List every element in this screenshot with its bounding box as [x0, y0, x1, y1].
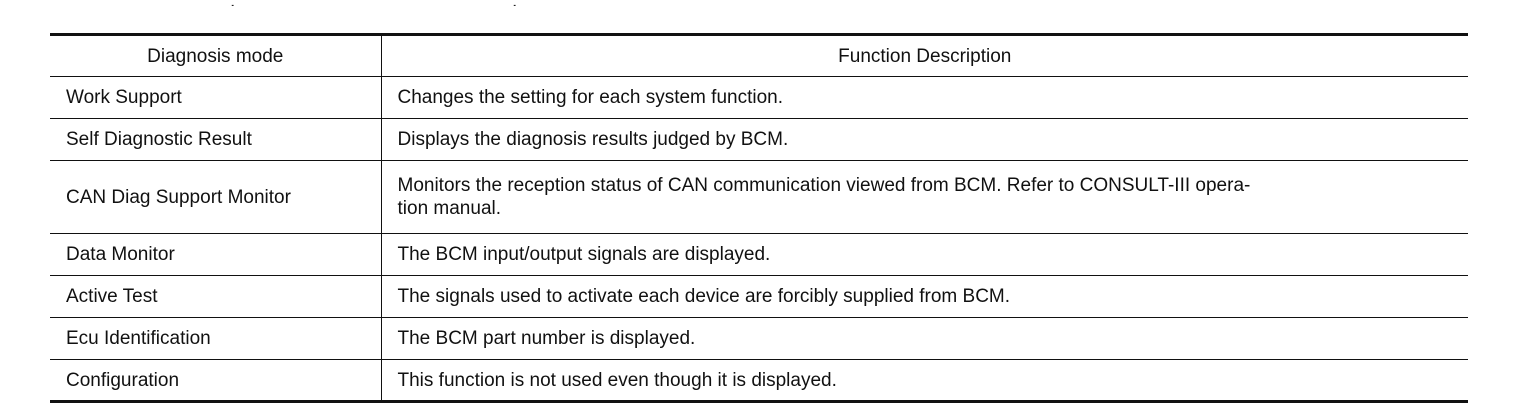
description-cell: Changes the setting for each system func…: [381, 76, 1468, 119]
table-row: Configuration This function is not used …: [50, 359, 1468, 403]
description-cell: The BCM part number is displayed.: [381, 317, 1468, 360]
diagnosis-mode-table: Diagnosis mode Function Description Work…: [50, 33, 1468, 403]
table-row: Ecu Identification The BCM part number i…: [50, 317, 1468, 360]
mode-cell: CAN Diag Support Monitor: [50, 160, 382, 234]
cropped-text-fragment: , ,: [0, 0, 1536, 6]
description-cell: Monitors the reception status of CAN com…: [381, 160, 1468, 234]
description-cell: The signals used to activate each device…: [381, 275, 1468, 318]
description-cell: Displays the diagnosis results judged by…: [381, 118, 1468, 161]
mode-cell: Ecu Identification: [50, 317, 382, 360]
table-row: Data Monitor The BCM input/output signal…: [50, 233, 1468, 276]
mode-cell: Self Diagnostic Result: [50, 118, 382, 161]
table-row: Active Test The signals used to activate…: [50, 275, 1468, 318]
mode-cell: Data Monitor: [50, 233, 382, 276]
description-cell: This function is not used even though it…: [381, 359, 1468, 403]
table-header: Diagnosis mode Function Description: [50, 33, 1468, 77]
table-row: Work Support Changes the setting for eac…: [50, 76, 1468, 119]
header-diagnosis-mode: Diagnosis mode: [50, 33, 382, 77]
mode-cell: Configuration: [50, 359, 382, 403]
table-body: Work Support Changes the setting for eac…: [50, 76, 1468, 403]
description-cell: The BCM input/output signals are display…: [381, 233, 1468, 276]
mode-cell: Active Test: [50, 275, 382, 318]
mode-cell: Work Support: [50, 76, 382, 119]
table-row: Self Diagnostic Result Displays the diag…: [50, 118, 1468, 161]
header-row: Diagnosis mode Function Description: [50, 33, 1468, 77]
table-row: CAN Diag Support Monitor Monitors the re…: [50, 160, 1468, 234]
header-function-description: Function Description: [381, 33, 1468, 77]
